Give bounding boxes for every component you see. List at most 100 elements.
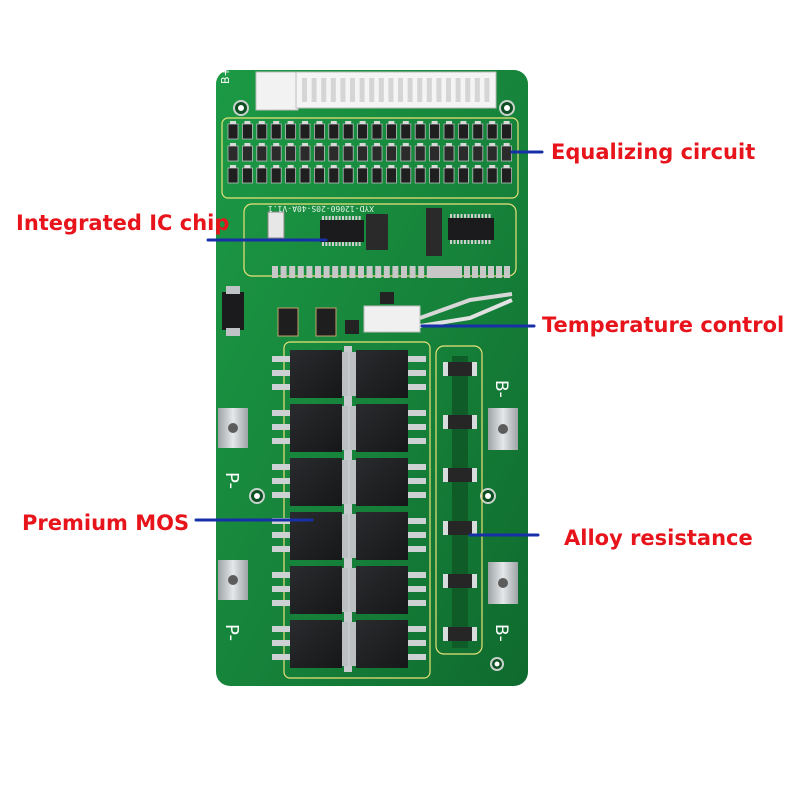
mosfet-lead <box>272 546 290 552</box>
balance-resistor <box>285 123 297 140</box>
test-pad <box>488 266 494 278</box>
ic-pin <box>335 216 338 220</box>
mosfet-lead <box>272 464 290 470</box>
test-pad <box>418 266 425 278</box>
alloy-resistor-array <box>435 345 483 655</box>
test-pad <box>349 266 356 278</box>
mosfet-tab <box>342 568 348 612</box>
balance-resistor-pad <box>474 165 481 168</box>
test-pad <box>456 266 462 278</box>
balance-resistor-pad <box>374 165 380 168</box>
test-pad <box>496 266 502 278</box>
alloy-resistor <box>447 468 473 482</box>
label-temperature-control: Temperature control <box>542 313 785 337</box>
balance-resistor-pad <box>503 165 510 168</box>
ic-pin <box>358 216 361 220</box>
connector-pin <box>398 78 403 102</box>
balance-resistor <box>270 167 282 184</box>
test-pad <box>306 266 313 278</box>
test-pad <box>440 266 446 278</box>
ic-pin <box>467 240 470 244</box>
balance-resistor <box>299 145 311 162</box>
test-pad <box>504 266 510 278</box>
mosfet <box>290 350 342 398</box>
balance-resistor <box>227 123 239 140</box>
alloy-resistor-cap <box>472 574 477 588</box>
connector-pin <box>417 78 423 102</box>
ic-pin <box>358 242 361 246</box>
connector-pin <box>455 78 461 102</box>
label-equalizing-circuit: Equalizing circuit <box>551 140 756 164</box>
balance-resistor-pad <box>359 143 366 146</box>
balance-resistor <box>328 123 340 140</box>
balance-resistor <box>400 145 412 162</box>
mosfet <box>290 620 342 668</box>
test-pad <box>375 266 382 278</box>
ic-pin <box>464 214 466 218</box>
balance-resistor-pad <box>359 121 366 124</box>
mosfet-tab <box>350 406 356 450</box>
balance-resistor <box>414 145 426 162</box>
connector-pin <box>465 78 471 102</box>
connector-pin <box>321 78 327 102</box>
balance-resistor <box>357 145 369 162</box>
balance-resistor <box>241 167 253 184</box>
ic-pin <box>460 240 463 244</box>
label-premium-mos: Premium MOS <box>22 511 190 535</box>
alloy-resistor <box>447 574 473 588</box>
balance-resistor-pad <box>258 121 265 124</box>
mosfet-lead <box>272 640 290 646</box>
mosfet-lead <box>408 438 426 444</box>
balance-resistor-pad <box>302 165 308 168</box>
balance-resistor <box>285 167 297 184</box>
balance-resistor-pad <box>230 121 236 124</box>
balance-resistor-pad <box>431 165 438 168</box>
test-pad <box>444 266 450 278</box>
balance-resistor <box>313 145 325 162</box>
ic-pin <box>450 214 452 218</box>
test-pad <box>358 266 364 278</box>
balance-resistor <box>285 145 297 162</box>
alloy-resistor-cap <box>443 521 448 535</box>
balance-resistor <box>385 145 397 162</box>
alloy-resistor <box>447 627 473 641</box>
balance-resistor <box>371 167 383 184</box>
silk-bminus-top: B- <box>491 380 511 398</box>
ic-pin <box>471 214 473 218</box>
balance-resistor-pad <box>489 121 496 124</box>
capacitor <box>277 307 299 337</box>
balance-resistor <box>472 145 484 162</box>
ic-pin <box>474 240 477 244</box>
ic-pin <box>348 242 351 246</box>
balance-resistor-pad <box>446 165 452 168</box>
balance-resistor-pad <box>417 165 424 168</box>
alloy-resistor-cap <box>443 362 448 376</box>
ic-pin <box>345 216 348 220</box>
ic-pin <box>322 242 324 246</box>
connector-pin <box>426 78 432 102</box>
mosfet-lead <box>272 572 290 578</box>
balance-resistor-pad <box>460 143 467 146</box>
connector-pin <box>302 78 307 102</box>
balance-resistor <box>357 167 369 184</box>
mosfet-tab <box>342 406 348 450</box>
balance-resistor <box>457 167 469 184</box>
test-pad <box>383 266 390 278</box>
balance-resistor <box>241 145 253 162</box>
balance-resistor-pad <box>258 143 265 146</box>
mosfet-lead <box>408 640 426 646</box>
balance-resistor-pad <box>417 143 424 146</box>
balance-resistor <box>443 145 455 162</box>
balance-resistor <box>501 167 513 184</box>
test-pad <box>340 266 347 278</box>
balance-resistor-pad <box>302 121 308 124</box>
alloy-resistor <box>447 415 473 429</box>
mosfet-lead <box>408 532 426 538</box>
balance-resistor-pad <box>330 121 337 124</box>
label-integrated-ic-chip: Integrated IC chip <box>16 211 230 235</box>
connector-pin <box>350 78 355 102</box>
mosfet-lead <box>272 654 290 660</box>
mosfet-lead <box>408 654 426 660</box>
alloy-resistor-cap <box>472 521 477 535</box>
ic-pin <box>345 242 348 246</box>
